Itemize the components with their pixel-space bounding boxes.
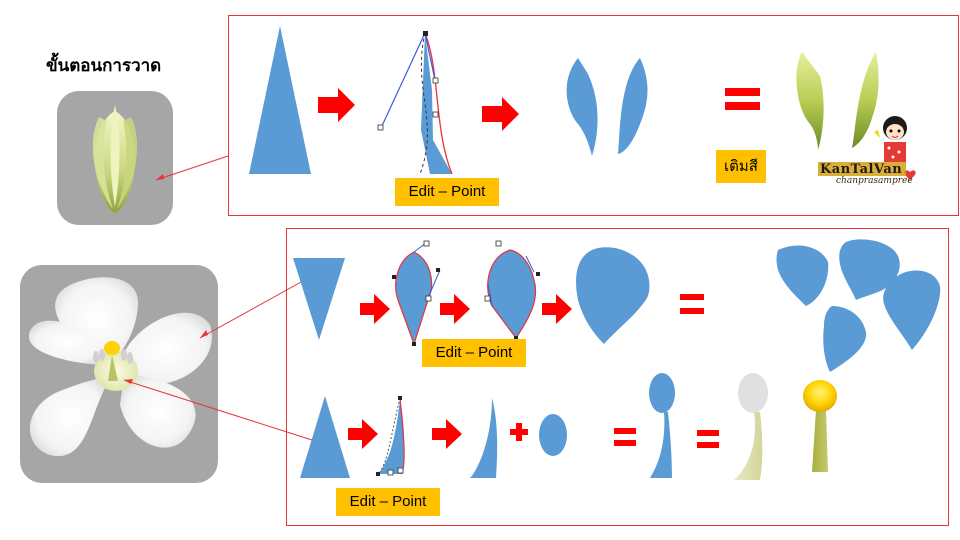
arrow-right-icon (432, 419, 462, 449)
blue-leaf-right (618, 58, 648, 154)
inverted-triangle-shape (293, 258, 345, 340)
logo-credit-text: chanprasampree (836, 176, 913, 186)
edit-point-label-1: Edit – Point (395, 178, 499, 206)
cartoon-mascot (874, 116, 916, 180)
flower-thumbnail (20, 265, 218, 483)
petal-cluster-2 (839, 239, 900, 300)
equals-icon (680, 294, 704, 314)
arrow-right-icon (360, 294, 390, 324)
green-leaf-right (852, 52, 879, 148)
triangle-shape (249, 26, 311, 174)
flower-steps-panel (286, 228, 949, 526)
edit-point-petal-2 (484, 240, 540, 340)
fill-color-label: เติมสี (716, 150, 766, 183)
grey-stamen (734, 373, 768, 480)
edit-point-petal-1 (392, 240, 441, 346)
logo-brush-stroke (818, 162, 906, 176)
connector-lines (123, 155, 313, 441)
blue-leaf-left (566, 58, 598, 156)
equals-icon (614, 428, 636, 446)
yellow-stamen (803, 380, 837, 472)
arrow-right-icon (482, 97, 519, 131)
petal-cluster-1 (776, 245, 829, 306)
arrow-right-icon (348, 419, 378, 449)
petal-cluster-4 (823, 306, 867, 372)
page-title: ขั้นตอนการวาด (46, 56, 162, 76)
bud-steps-panel (228, 15, 959, 216)
edit-point-leaf (377, 31, 453, 175)
blue-stamen (649, 373, 675, 478)
equals-icon (725, 88, 760, 110)
blue-stem (470, 398, 498, 478)
edit-point-label-2: Edit – Point (422, 339, 526, 367)
bud-thumbnail (57, 91, 173, 225)
petal-cluster-3 (883, 270, 941, 350)
blue-petal (576, 247, 650, 344)
logo-brand-text: KanTalVan (820, 162, 903, 177)
arrow-right-icon (542, 294, 572, 324)
equals-icon (697, 430, 719, 448)
plus-icon (510, 423, 528, 441)
edit-point-label-3: Edit – Point (336, 488, 440, 516)
blue-oval (539, 414, 567, 456)
triangle-shape-small (300, 396, 350, 478)
edit-point-stem (376, 396, 405, 476)
arrow-right-icon (318, 88, 355, 122)
green-leaf-left (796, 52, 824, 150)
arrow-right-icon (440, 294, 470, 324)
